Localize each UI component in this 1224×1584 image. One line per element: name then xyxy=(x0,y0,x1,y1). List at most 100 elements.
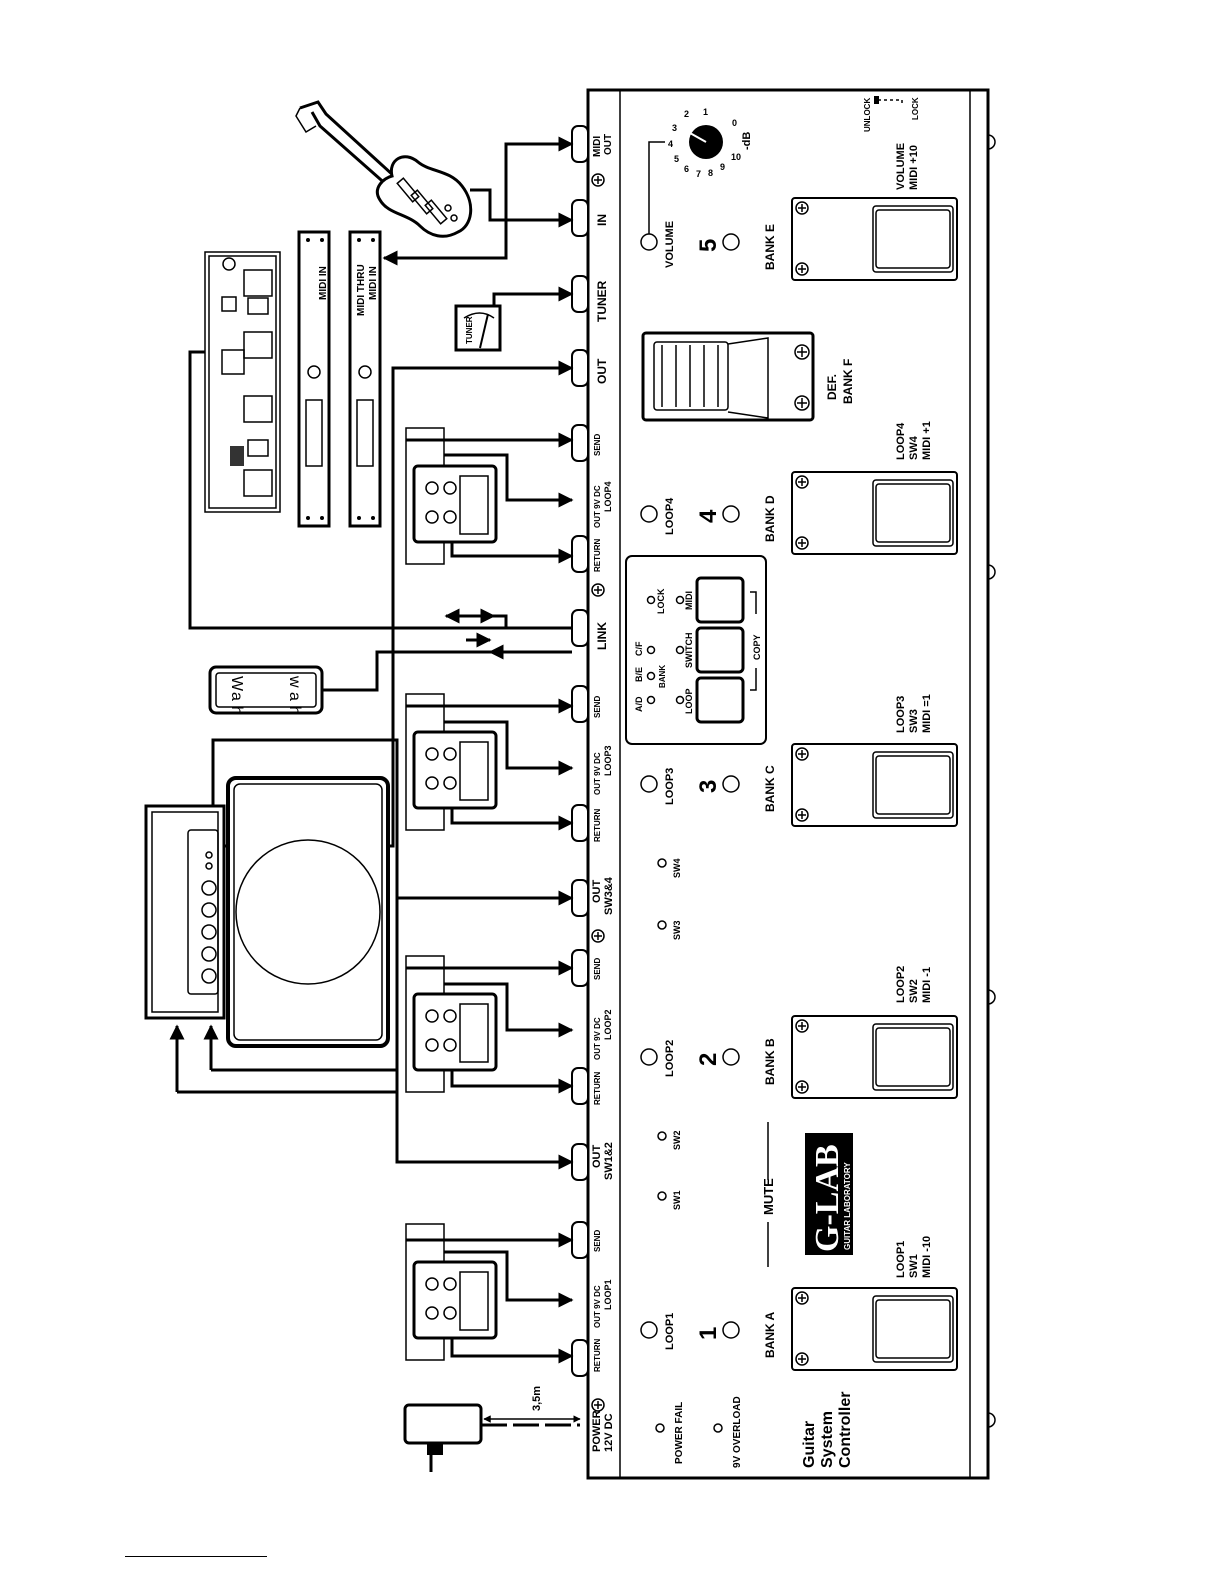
footswitch-1[interactable] xyxy=(791,1287,958,1371)
loop1-controls: LOOP1 1 BANK A LOOP1 SW1 MIDI -10 xyxy=(640,1236,958,1371)
jack-send-2 xyxy=(571,949,589,987)
title-line-2: System xyxy=(819,1411,836,1468)
bank-e-number: 5 xyxy=(695,239,722,252)
return-label-2: RETURN xyxy=(593,1071,602,1105)
switch-button[interactable] xyxy=(695,626,745,674)
knob-scale: 0 1 2 3 4 5 6 7 8 9 10 -dB xyxy=(668,107,753,179)
wah-letter-2: a xyxy=(228,692,245,701)
power-label-1: POWER xyxy=(591,1410,603,1452)
footswitch-2[interactable] xyxy=(791,1015,958,1099)
guitar-icon xyxy=(295,100,574,238)
amplifier xyxy=(144,776,397,1094)
rack-unit-midi-thru: MIDI THRU MIDI IN xyxy=(348,230,382,528)
jack-return-3 xyxy=(571,804,589,842)
power-adapter-icon: 3,5m xyxy=(403,1386,581,1472)
fs3-label-2: SW3 xyxy=(908,709,920,733)
bank-e-label: BANK E xyxy=(763,224,777,270)
def-bank-label-2: BANK F xyxy=(841,359,855,404)
rack-unit-midi-in: MIDI IN xyxy=(297,230,331,528)
led-be-label: B/E xyxy=(634,667,644,682)
footswitch-volume[interactable] xyxy=(791,197,958,281)
loop4-led-label: LOOP4 xyxy=(664,497,676,535)
jack-send-4 xyxy=(571,424,589,462)
midi-out-label-2: OUT xyxy=(603,134,614,155)
title-line-3: Controller xyxy=(837,1392,854,1468)
jack-out xyxy=(571,349,589,387)
out-sw34-label-1: OUT xyxy=(591,880,603,904)
jack-out-sw12 xyxy=(571,1143,589,1181)
mute-label: MUTE xyxy=(761,1178,776,1215)
loop-button[interactable] xyxy=(695,676,745,724)
volume-knob[interactable] xyxy=(689,125,723,159)
footswitch-4[interactable] xyxy=(791,471,958,555)
midi-button[interactable] xyxy=(695,576,745,624)
fs1-label-2: SW1 xyxy=(908,1254,920,1278)
knob-tick-1: 1 xyxy=(703,107,708,117)
status-leds: POWER FAIL 9V OVERLOAD xyxy=(655,1396,743,1468)
def-bank-switch[interactable] xyxy=(641,331,815,422)
jack-in xyxy=(571,199,589,237)
btn-loop-label: LOOP xyxy=(684,688,694,714)
footer-rule xyxy=(125,1556,267,1557)
tuner-device: TUNER xyxy=(454,286,574,352)
jack-return-4 xyxy=(571,535,589,573)
loop2-led-label: LOOP2 xyxy=(664,1040,676,1077)
bank-b-label: BANK B xyxy=(763,1038,777,1085)
fs4-label-2: SW4 xyxy=(908,435,920,460)
jack-return-2 xyxy=(571,1067,589,1105)
jack-midi-out xyxy=(571,125,589,163)
midi-foot-controller xyxy=(204,251,281,513)
fs1-label-3: MIDI -10 xyxy=(921,1236,933,1278)
loop3-jack-label: LOOP3 xyxy=(603,745,613,776)
rack2-label-2: MIDI IN xyxy=(368,266,379,300)
fs2-label-3: MIDI -1 xyxy=(921,967,933,1003)
loop3-number: 3 xyxy=(695,780,722,793)
controller-title: Guitar System Controller xyxy=(801,1392,854,1468)
out9v-label-1: OUT 9V DC xyxy=(593,1285,602,1328)
out-label: OUT xyxy=(595,358,609,384)
sw2-led-label: SW2 xyxy=(672,1130,682,1150)
footswitch-3[interactable] xyxy=(791,743,958,827)
knob-tick-10: 10 xyxy=(731,152,741,162)
out-sw34-label-2: SW3&4 xyxy=(603,876,615,915)
lock-slider[interactable]: UNLOCK LOCK xyxy=(863,96,920,132)
fs4-label-1: LOOP4 xyxy=(895,422,907,460)
knob-tick-0: 0 xyxy=(732,118,737,128)
bank-a-label: BANK A xyxy=(763,1311,777,1358)
out9v-label-4: OUT 9V DC xyxy=(593,485,602,528)
jack-send-1 xyxy=(571,1221,589,1259)
return-label-3: RETURN xyxy=(593,808,602,842)
brand-name: G-LAB xyxy=(809,1144,846,1252)
loop4-controls: LOOP4 4 BANK D LOOP4 SW4 MIDI +1 xyxy=(640,421,958,555)
send-label-3: SEND xyxy=(593,696,602,718)
knob-tick-2: 2 xyxy=(684,109,689,119)
jack-tuner xyxy=(571,275,589,313)
fs1-label-1: LOOP1 xyxy=(895,1241,907,1278)
fs2-label-2: SW2 xyxy=(908,979,920,1003)
jack-send-3 xyxy=(571,685,589,723)
wah-letter-4: w xyxy=(286,675,303,688)
loop2-jack-label: LOOP2 xyxy=(603,1009,613,1040)
knob-tick-9: 9 xyxy=(720,162,725,172)
fs3-label-3: MIDI =1 xyxy=(921,694,933,733)
cable-length-label: 3,5m xyxy=(531,1386,543,1411)
wah-letter-3: h xyxy=(228,706,245,715)
loop3-controls: LOOP3 3 BANK C LOOP3 SW3 MIDI =1 xyxy=(640,694,958,827)
volume-led-label: VOLUME xyxy=(664,221,676,268)
loop1-jack-label: LOOP1 xyxy=(603,1279,613,1310)
sw3-led-label: SW3 xyxy=(672,920,682,940)
volume-fs-label-2: MIDI +10 xyxy=(908,145,920,190)
overload-led-label: 9V OVERLOAD xyxy=(732,1396,743,1468)
loop-wiring xyxy=(209,360,574,1364)
in-label: IN xyxy=(595,214,609,226)
out-sw12-label-2: SW1&2 xyxy=(603,1142,615,1180)
effect-pedal-loop3 xyxy=(405,693,498,831)
effect-pedal-loop4 xyxy=(405,427,498,565)
wah-letter-6: h xyxy=(286,706,303,715)
led-ad-label: A/D xyxy=(634,696,644,712)
sw1-led-label: SW1 xyxy=(672,1190,682,1210)
rack2-label-1: MIDI THRU xyxy=(356,264,367,316)
knob-tick-8: 8 xyxy=(708,168,713,178)
return-label-4: RETURN xyxy=(593,538,602,572)
screw-marks xyxy=(591,173,605,1412)
